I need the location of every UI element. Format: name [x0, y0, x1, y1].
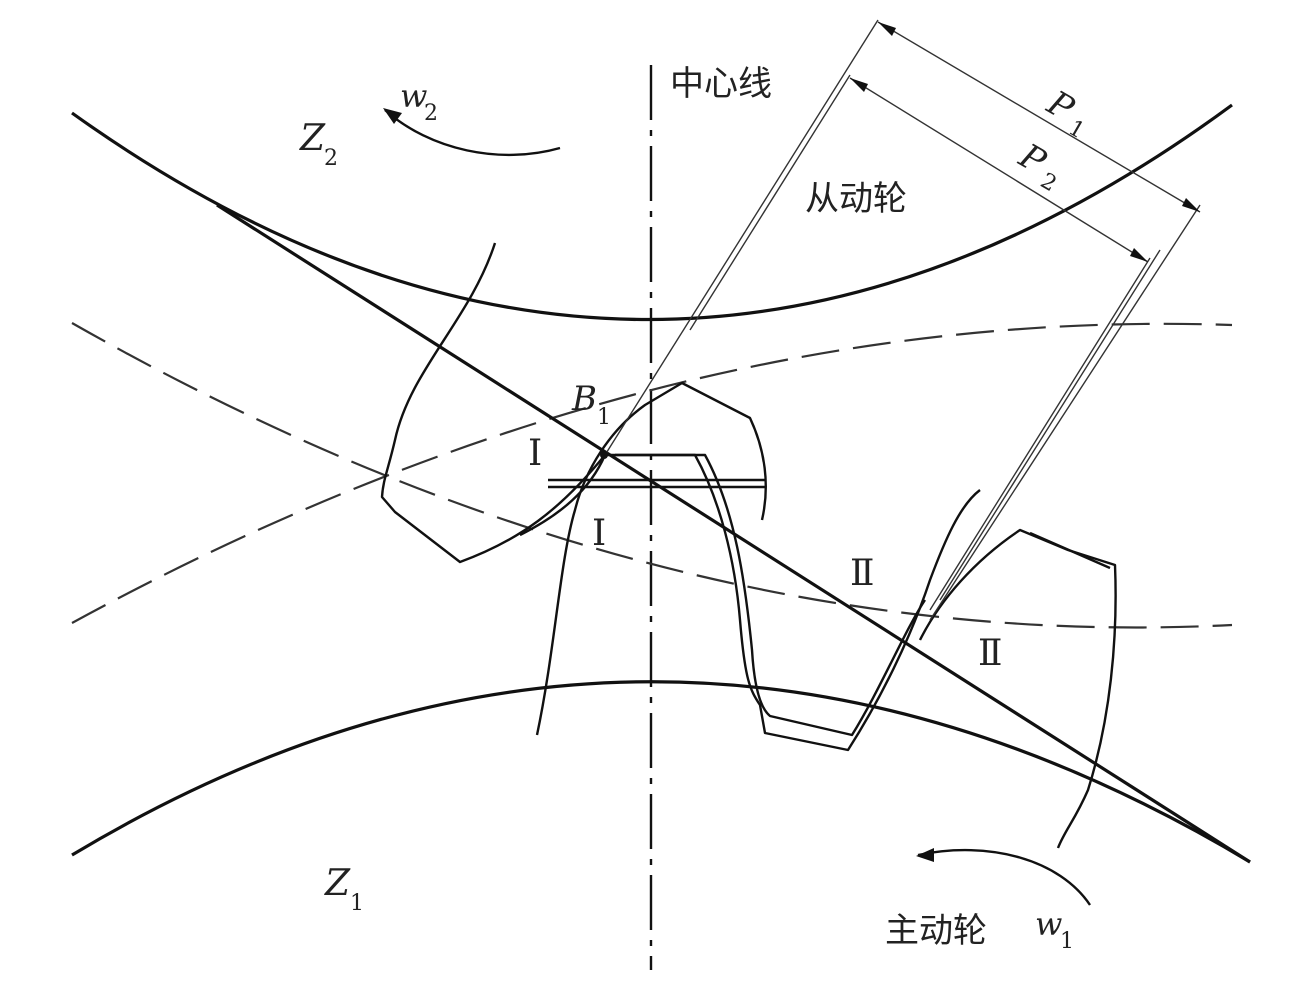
p2-dimension-line: [849, 77, 1149, 263]
driven-gear-tooth-II-edge: [1029, 531, 1111, 570]
p1-arrow-bottom: [1182, 198, 1200, 212]
p2-extension-line: [689, 74, 851, 331]
z1-label: Z: [324, 863, 351, 904]
contact-point-b1: [600, 451, 608, 459]
driving-gear-addendum-circle: [71, 680, 1251, 864]
roman-I-upper: Ⅰ: [528, 433, 542, 474]
w2-subscript: 2: [424, 101, 438, 126]
driven-gear-pitch-circle: [71, 322, 1233, 629]
driving-gear-tooth-B1: [535, 381, 767, 736]
driven-gear-label: 从动轮: [805, 179, 907, 219]
p2-extension-line-right-2: [929, 257, 1151, 611]
p2-extension-line-right: [939, 249, 1161, 601]
p1-extension-line-right: [929, 204, 1201, 621]
p-extension-line-from-b1: [604, 19, 879, 456]
driven-gear-tooth-II: [918, 528, 1117, 849]
w2-arrow-head: [383, 108, 402, 124]
roman-II-lower: Ⅱ: [978, 633, 1002, 674]
p2-arrow-bottom: [1130, 248, 1148, 262]
b1-label: B: [571, 379, 597, 419]
p2-arrow-top: [850, 78, 868, 92]
p1-arrow-top: [878, 22, 896, 36]
driven-gear-tooth-I: [380, 242, 606, 564]
w1-subscript: 1: [1060, 929, 1074, 954]
b1-subscript: 1: [597, 405, 611, 430]
roman-II-upper: Ⅱ: [850, 553, 874, 594]
driving-gear-tooth-outline-inner: [615, 453, 926, 737]
w2-rotation-arrow: [384, 109, 561, 157]
driven-gear-tooth-flank: [519, 454, 607, 537]
w1-arrow-head: [916, 848, 934, 862]
z1-subscript: 1: [350, 891, 364, 916]
w1-label: w: [1035, 905, 1062, 943]
p1-subscript: 1: [1064, 116, 1089, 145]
driving-gear-tooth-outline: [602, 453, 981, 752]
w1-rotation-arrow: [917, 848, 1091, 906]
driven-gear-addendum-circle: [71, 103, 1233, 322]
p1-dimension-line: [877, 21, 1201, 213]
p2-subscript: 2: [1036, 169, 1061, 198]
w2-label: w: [400, 77, 427, 115]
z2-subscript: 2: [324, 146, 338, 171]
z2-label: Z: [299, 118, 326, 159]
driving-gear-pitch-circle: [71, 322, 1233, 624]
roman-I-lower: Ⅰ: [592, 513, 606, 554]
driving-gear-label: 主动轮: [885, 911, 987, 951]
center-line-label: 中心线: [670, 64, 772, 104]
